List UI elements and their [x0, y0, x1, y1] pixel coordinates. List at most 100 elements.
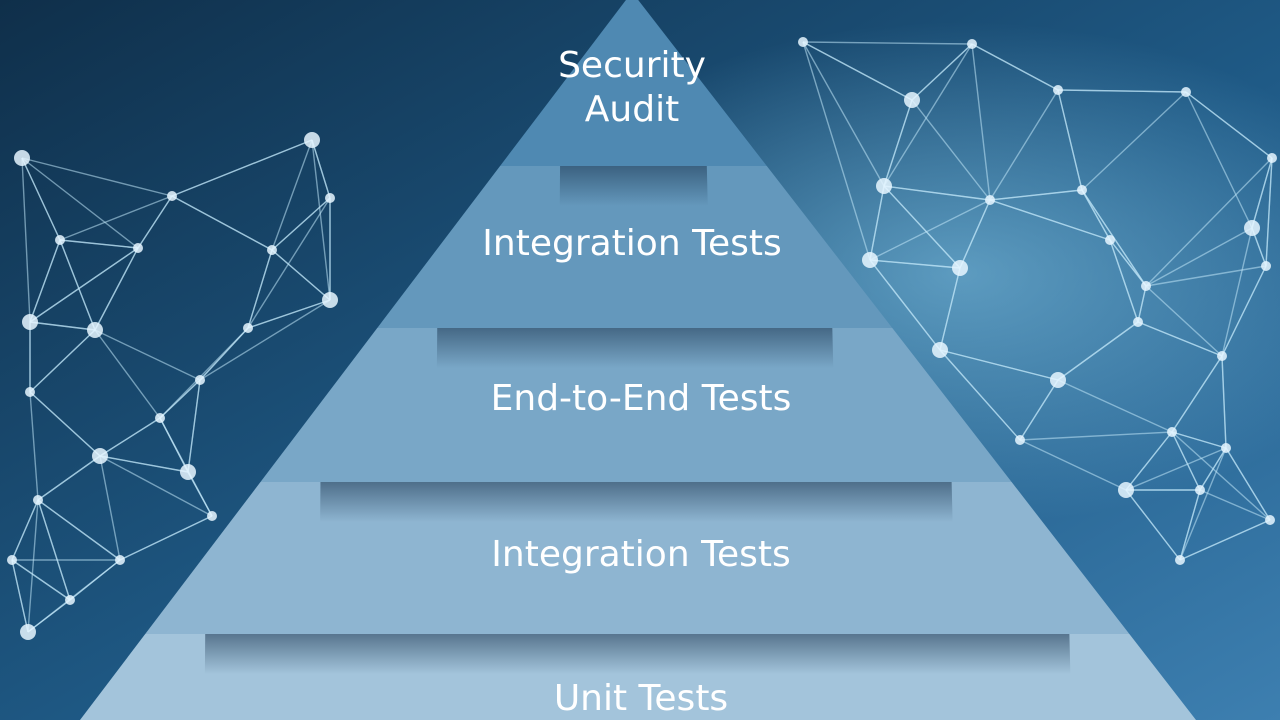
network-link	[939, 349, 1021, 441]
network-link	[94, 329, 201, 381]
network-node	[167, 191, 177, 201]
network-link	[1199, 489, 1271, 521]
network-link	[869, 259, 961, 269]
network-node	[87, 322, 103, 338]
network-node	[985, 195, 995, 205]
network-node	[1141, 281, 1151, 291]
tier-label: Audit	[585, 89, 679, 130]
network-node	[952, 260, 968, 276]
network-link	[883, 185, 961, 269]
network-link	[911, 43, 973, 101]
tier-shadow	[559, 166, 708, 206]
network-node	[1050, 372, 1066, 388]
network-node	[325, 193, 335, 203]
network-link	[311, 139, 331, 199]
network-link	[11, 499, 39, 561]
network-link	[29, 247, 139, 323]
network-node	[1118, 482, 1134, 498]
network-link	[1057, 321, 1139, 381]
network-link	[37, 455, 101, 501]
network-link	[59, 239, 139, 249]
network-node	[65, 595, 75, 605]
network-node	[1175, 555, 1185, 565]
network-link	[37, 499, 121, 561]
network-node	[25, 387, 35, 397]
network-node	[1167, 427, 1177, 437]
network-node	[1015, 435, 1025, 445]
network-node	[1221, 443, 1231, 453]
network-link	[1125, 431, 1173, 491]
network-link	[1225, 447, 1271, 521]
network-link	[1057, 89, 1083, 191]
network-link	[883, 43, 973, 187]
network-link	[1057, 379, 1173, 433]
network-link	[1019, 439, 1127, 491]
network-node	[862, 252, 878, 268]
network-link	[21, 157, 61, 241]
network-link	[869, 259, 941, 351]
tier-shape	[500, 0, 767, 166]
network-node	[1217, 351, 1227, 361]
network-link	[802, 41, 885, 187]
network-link	[29, 329, 96, 393]
network-link	[37, 499, 71, 601]
network-graphic	[7, 37, 1277, 640]
network-link	[1185, 91, 1273, 159]
network-link	[187, 379, 201, 473]
network-link	[247, 197, 331, 329]
tier-label: Unit Tests	[554, 678, 728, 719]
network-link	[802, 41, 973, 45]
network-node	[932, 342, 948, 358]
network-link	[883, 185, 991, 201]
network-node	[267, 245, 277, 255]
network-link	[989, 89, 1059, 201]
tier-label: End-to-End Tests	[491, 378, 792, 419]
network-node	[904, 92, 920, 108]
tier-shadow	[320, 482, 953, 522]
network-link	[199, 327, 249, 381]
network-link	[1221, 355, 1227, 449]
network-node	[1133, 317, 1143, 327]
network-node	[207, 511, 217, 521]
network-link	[29, 321, 96, 331]
network-link	[247, 249, 273, 329]
network-link	[802, 41, 913, 101]
network-link	[21, 157, 139, 249]
network-node	[115, 555, 125, 565]
network-link	[802, 41, 871, 261]
network-node	[14, 150, 30, 166]
network-link	[1125, 489, 1181, 561]
network-link	[311, 139, 331, 301]
network-link	[989, 189, 1083, 201]
network-link	[1145, 157, 1273, 287]
network-node	[243, 323, 253, 333]
network-node	[1105, 235, 1115, 245]
network-node	[155, 413, 165, 423]
tier-shadow	[436, 328, 834, 368]
network-link	[1171, 431, 1201, 491]
network-link	[21, 157, 31, 323]
tier-integration-tests-lower: Integration Tests	[145, 482, 1130, 634]
network-node	[1265, 515, 1275, 525]
network-link	[271, 139, 313, 251]
network-link	[1179, 489, 1201, 561]
network-link	[29, 391, 39, 501]
network-link	[989, 199, 1111, 241]
network-node	[322, 292, 338, 308]
network-link	[971, 43, 1059, 91]
network-link	[869, 185, 885, 261]
network-link	[1171, 431, 1271, 521]
network-link	[94, 247, 139, 331]
network-node	[1077, 185, 1087, 195]
network-link	[911, 99, 991, 201]
network-link	[1265, 157, 1273, 267]
network-link	[247, 299, 331, 329]
network-link	[939, 267, 961, 351]
network-link	[99, 455, 213, 517]
network-link	[59, 239, 96, 331]
network-node	[1195, 485, 1205, 495]
network-node	[133, 243, 143, 253]
network-node	[20, 624, 36, 640]
